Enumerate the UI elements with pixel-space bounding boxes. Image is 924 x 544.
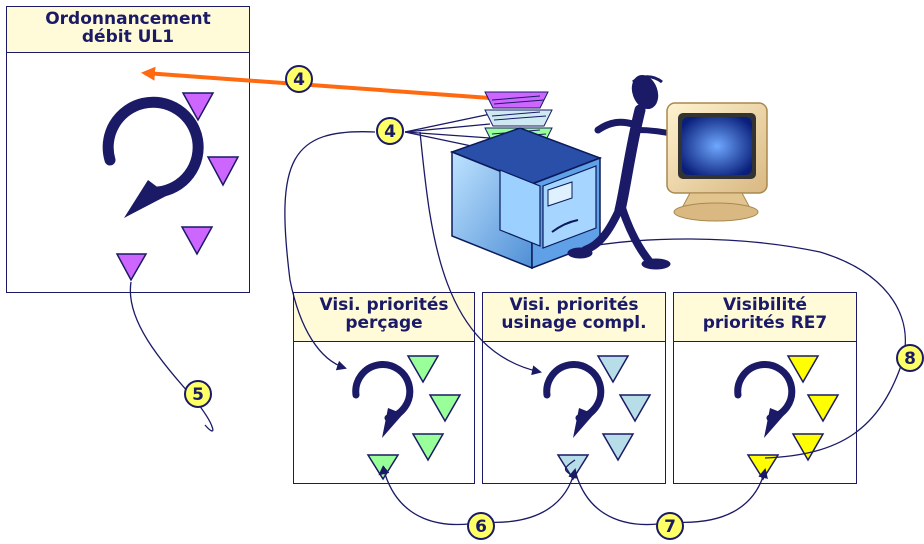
svg-text:8: 8 xyxy=(904,349,916,369)
computer-monitor-icon xyxy=(666,102,768,222)
panel-title: Visibilité priorités RE7 xyxy=(674,293,856,342)
panel-title-line1: Ordonnancement xyxy=(45,9,211,29)
triangles-green xyxy=(366,355,462,481)
panel-title: Ordonnancement débit UL1 xyxy=(7,7,249,53)
cycle-arrow-icon xyxy=(734,361,796,438)
panel-title: Visi. priorités perçage xyxy=(294,293,474,342)
orange-arrow xyxy=(141,66,491,100)
badge-5: 5 xyxy=(184,380,212,408)
triangle-marker xyxy=(791,433,825,462)
triangle-marker xyxy=(366,454,400,481)
panel-title-line2: débit UL1 xyxy=(81,27,175,47)
panel-title-line1: Visi. priorités xyxy=(319,295,449,315)
triangle-marker xyxy=(181,92,215,122)
connector-loop-5 xyxy=(129,281,214,432)
panel-title-line1: Visi. priorités xyxy=(509,295,639,315)
badge-6: 6 xyxy=(467,512,495,540)
triangle-marker xyxy=(406,355,440,384)
badge-8: 8 xyxy=(896,344,924,372)
triangle-marker xyxy=(601,433,635,462)
panel-title-line1: Visibilité xyxy=(723,295,807,315)
badge-4-top-left: 4 xyxy=(285,65,313,93)
svg-text:5: 5 xyxy=(192,385,204,405)
triangle-marker xyxy=(206,156,240,187)
panel-title: Visi. priorités usinage compl. xyxy=(483,293,665,342)
file-cabinet-icon xyxy=(449,91,603,270)
triangle-marker xyxy=(786,355,820,384)
cycle-arrow-icon xyxy=(352,361,414,438)
svg-text:6: 6 xyxy=(475,517,487,537)
panel-usinage: Visi. priorités usinage compl. xyxy=(482,292,666,484)
connector-to-usinage xyxy=(419,131,542,376)
triangle-marker xyxy=(596,355,630,384)
panel-title-line2: priorités RE7 xyxy=(702,313,828,333)
panel-percage: Visi. priorités perçage xyxy=(293,292,475,484)
svg-text:4: 4 xyxy=(293,70,305,90)
panel-ordonnancement: Ordonnancement débit UL1 xyxy=(6,6,250,293)
panel-title-line2: perçage xyxy=(345,313,423,333)
triangle-marker xyxy=(556,454,590,481)
flow-connectors xyxy=(129,111,906,526)
triangle-marker xyxy=(411,433,445,462)
triangle-marker xyxy=(806,394,840,423)
badge-4-top-center: 4 xyxy=(376,117,404,145)
triangles-violet xyxy=(115,92,240,282)
triangle-marker xyxy=(618,394,652,423)
badge-7: 7 xyxy=(656,512,684,540)
connector-loop-8 xyxy=(568,238,906,459)
stick-figure-icon xyxy=(567,75,681,270)
triangle-marker xyxy=(746,454,780,481)
svg-text:4: 4 xyxy=(384,122,396,142)
panel-title-line2: usinage compl. xyxy=(501,313,647,333)
triangle-marker xyxy=(180,226,214,256)
triangles-yellow xyxy=(746,355,840,481)
svg-text:7: 7 xyxy=(664,517,676,537)
triangles-lightblue xyxy=(556,355,652,481)
panel-re7: Visibilité priorités RE7 xyxy=(673,292,857,484)
triangle-marker xyxy=(115,253,148,282)
cycle-arrow-icon xyxy=(102,96,204,218)
connector-to-percage xyxy=(284,131,376,371)
triangle-marker xyxy=(428,394,462,423)
cycle-arrow-icon xyxy=(543,361,605,438)
